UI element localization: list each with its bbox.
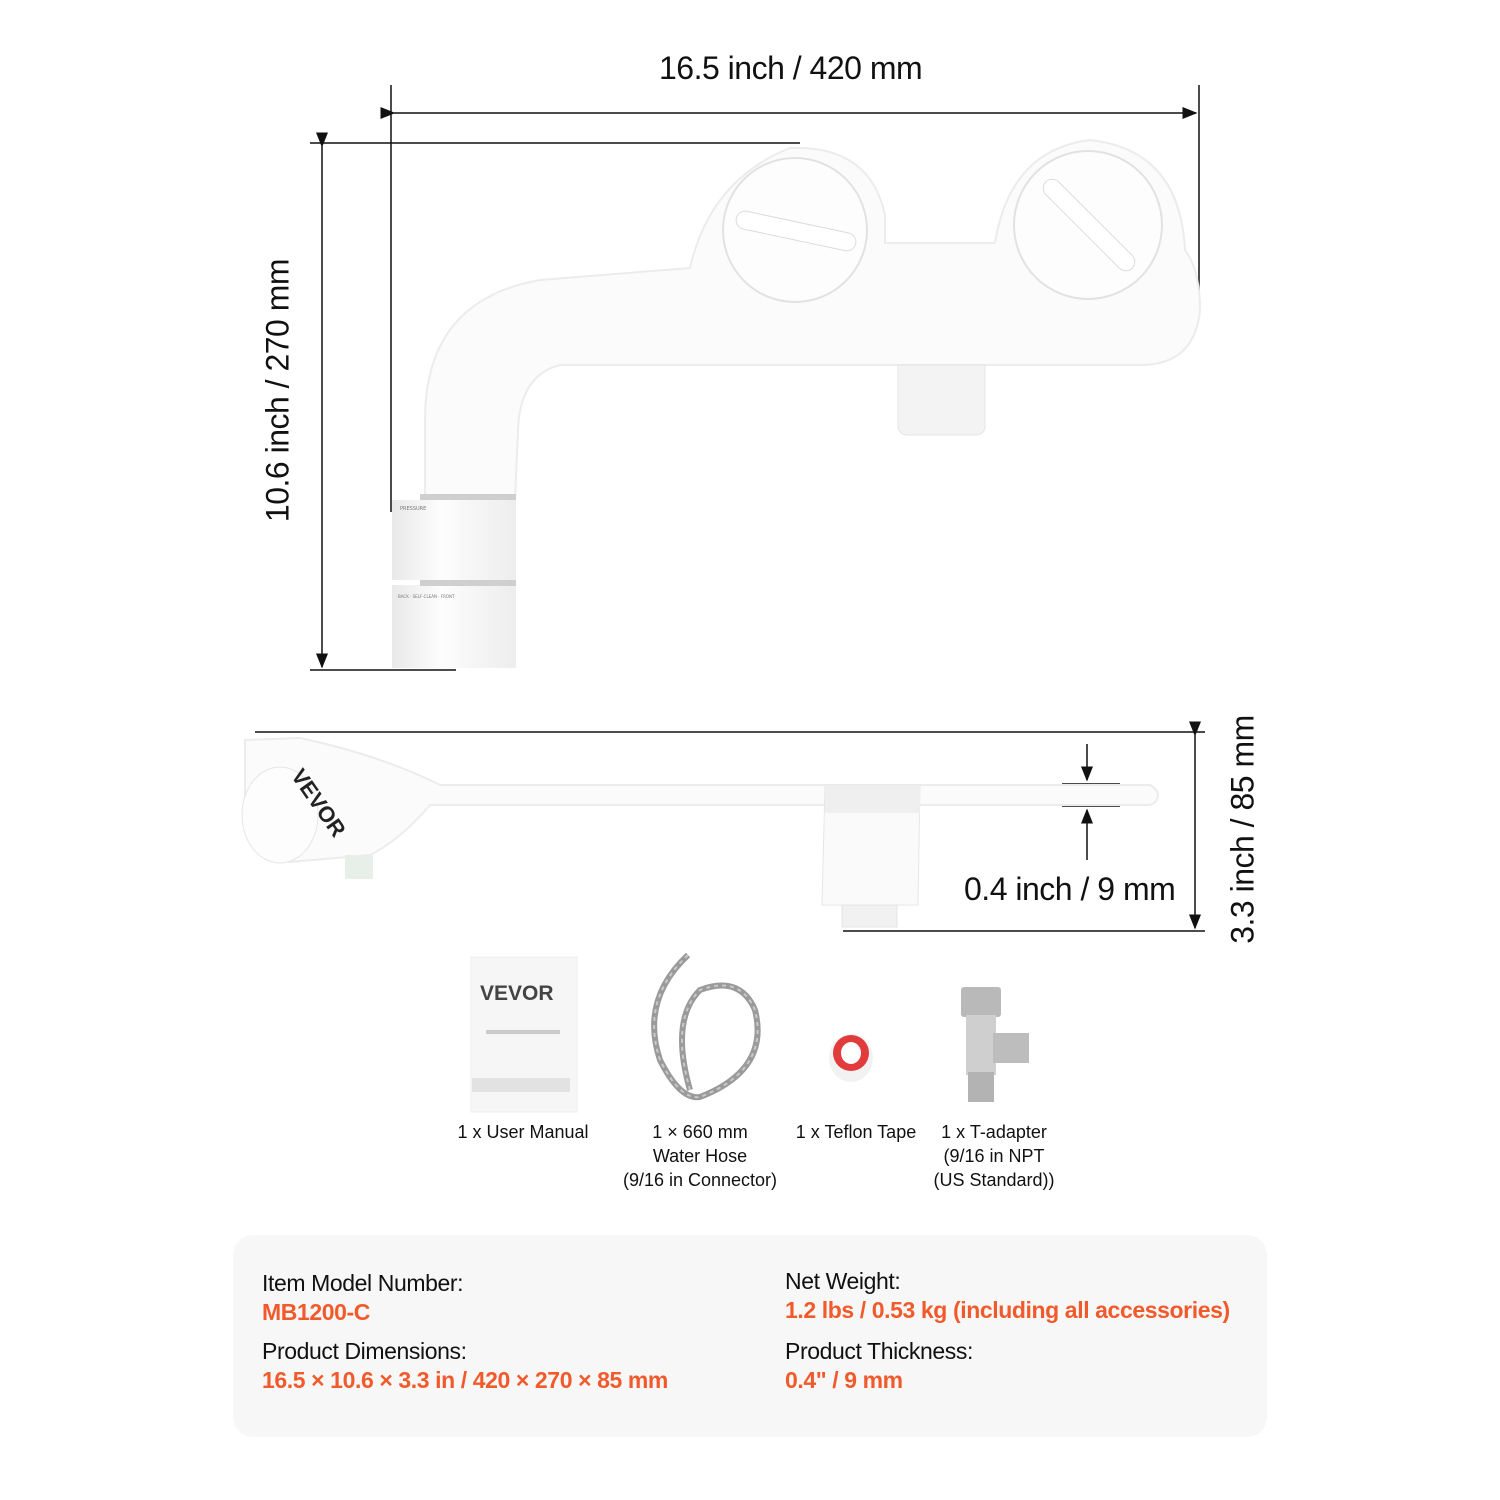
height-dimension-line <box>310 132 800 671</box>
accessory-line: 1 × 660 mm <box>652 1122 748 1142</box>
thickness-value: 0.4" / 9 mm <box>785 1367 903 1393</box>
dimensions-label: Product Dimensions: <box>262 1338 467 1364</box>
accessory-line: (US Standard)) <box>933 1170 1055 1190</box>
accessory-line: 1 x User Manual <box>457 1122 589 1142</box>
model-label: Item Model Number: <box>262 1270 464 1296</box>
width-dimension-line <box>380 85 1200 512</box>
user-manual-image: VEVOR <box>470 956 578 1113</box>
manual-brand: VEVOR <box>480 982 554 1005</box>
weight-value: 1.2 lbs / 0.53 kg (including all accesso… <box>785 1297 1230 1323</box>
accessory-label-water-hose: 1 × 660 mm Water Hose (9/16 in Connector… <box>610 1120 790 1192</box>
water-hose-image <box>651 952 761 1101</box>
dial-marking-pressure: PRESSURE <box>400 506 426 512</box>
teflon-tape-image <box>829 1034 873 1082</box>
dimensions-value: 16.5 × 10.6 × 3.3 in / 420 × 270 × 85 mm <box>262 1367 668 1393</box>
thickness-label: Product Thickness: <box>785 1338 973 1364</box>
bidet-top-view: PRESSURE BACK · SELF-CLEAN · FRONT <box>392 138 1202 668</box>
model-value: MB1200-C <box>262 1299 371 1325</box>
accessory-line: Water Hose <box>652 1146 748 1166</box>
depth-dimension-label: 3.3 inch / 85 mm <box>1224 715 1261 944</box>
thickness-dimension-label: 0.4 inch / 9 mm <box>964 871 1176 907</box>
specs-panel <box>233 1235 1267 1437</box>
t-adapter-image <box>961 987 1029 1102</box>
accessory-line: 1 x T-adapter <box>941 1122 1047 1142</box>
accessory-line: (9/16 in Connector) <box>622 1170 778 1190</box>
bidet-side-view: VEVOR <box>241 736 1160 928</box>
height-dimension-label: 10.6 inch / 270 mm <box>259 258 296 523</box>
dial-marking-mode: BACK · SELF-CLEAN · FRONT <box>398 594 455 599</box>
accessory-line: (9/16 in NPT <box>943 1146 1045 1166</box>
accessory-label-teflon-tape: 1 x Teflon Tape <box>786 1120 926 1144</box>
depth-dimension-line <box>255 721 1205 932</box>
weight-label: Net Weight: <box>785 1268 901 1294</box>
accessory-label-user-manual: 1 x User Manual <box>443 1120 603 1144</box>
accessory-label-t-adapter: 1 x T-adapter (9/16 in NPT (US Standard)… <box>924 1120 1064 1192</box>
width-dimension-label: 16.5 inch / 420 mm <box>659 50 923 86</box>
accessory-line: 1 x Teflon Tape <box>795 1122 917 1142</box>
